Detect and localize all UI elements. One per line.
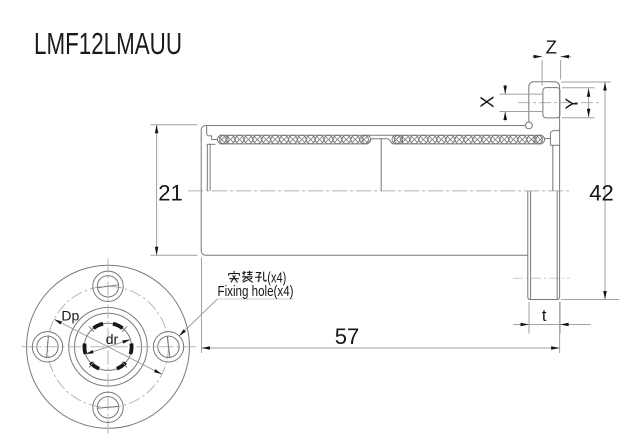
svg-text:dr: dr <box>106 331 119 347</box>
svg-text:t: t <box>542 307 547 325</box>
svg-text:X: X <box>478 96 498 108</box>
svg-text:Fixing hole(x4): Fixing hole(x4) <box>218 284 294 300</box>
svg-text:57: 57 <box>335 324 359 349</box>
svg-text:21: 21 <box>158 181 182 206</box>
svg-text:Y: Y <box>561 98 581 110</box>
svg-text:(x4): (x4) <box>267 270 286 286</box>
svg-text:Z: Z <box>546 37 557 58</box>
svg-text:42: 42 <box>589 180 613 205</box>
svg-text:Dp: Dp <box>61 308 79 324</box>
svg-text:LMF12LMAUU: LMF12LMAUU <box>34 27 182 61</box>
